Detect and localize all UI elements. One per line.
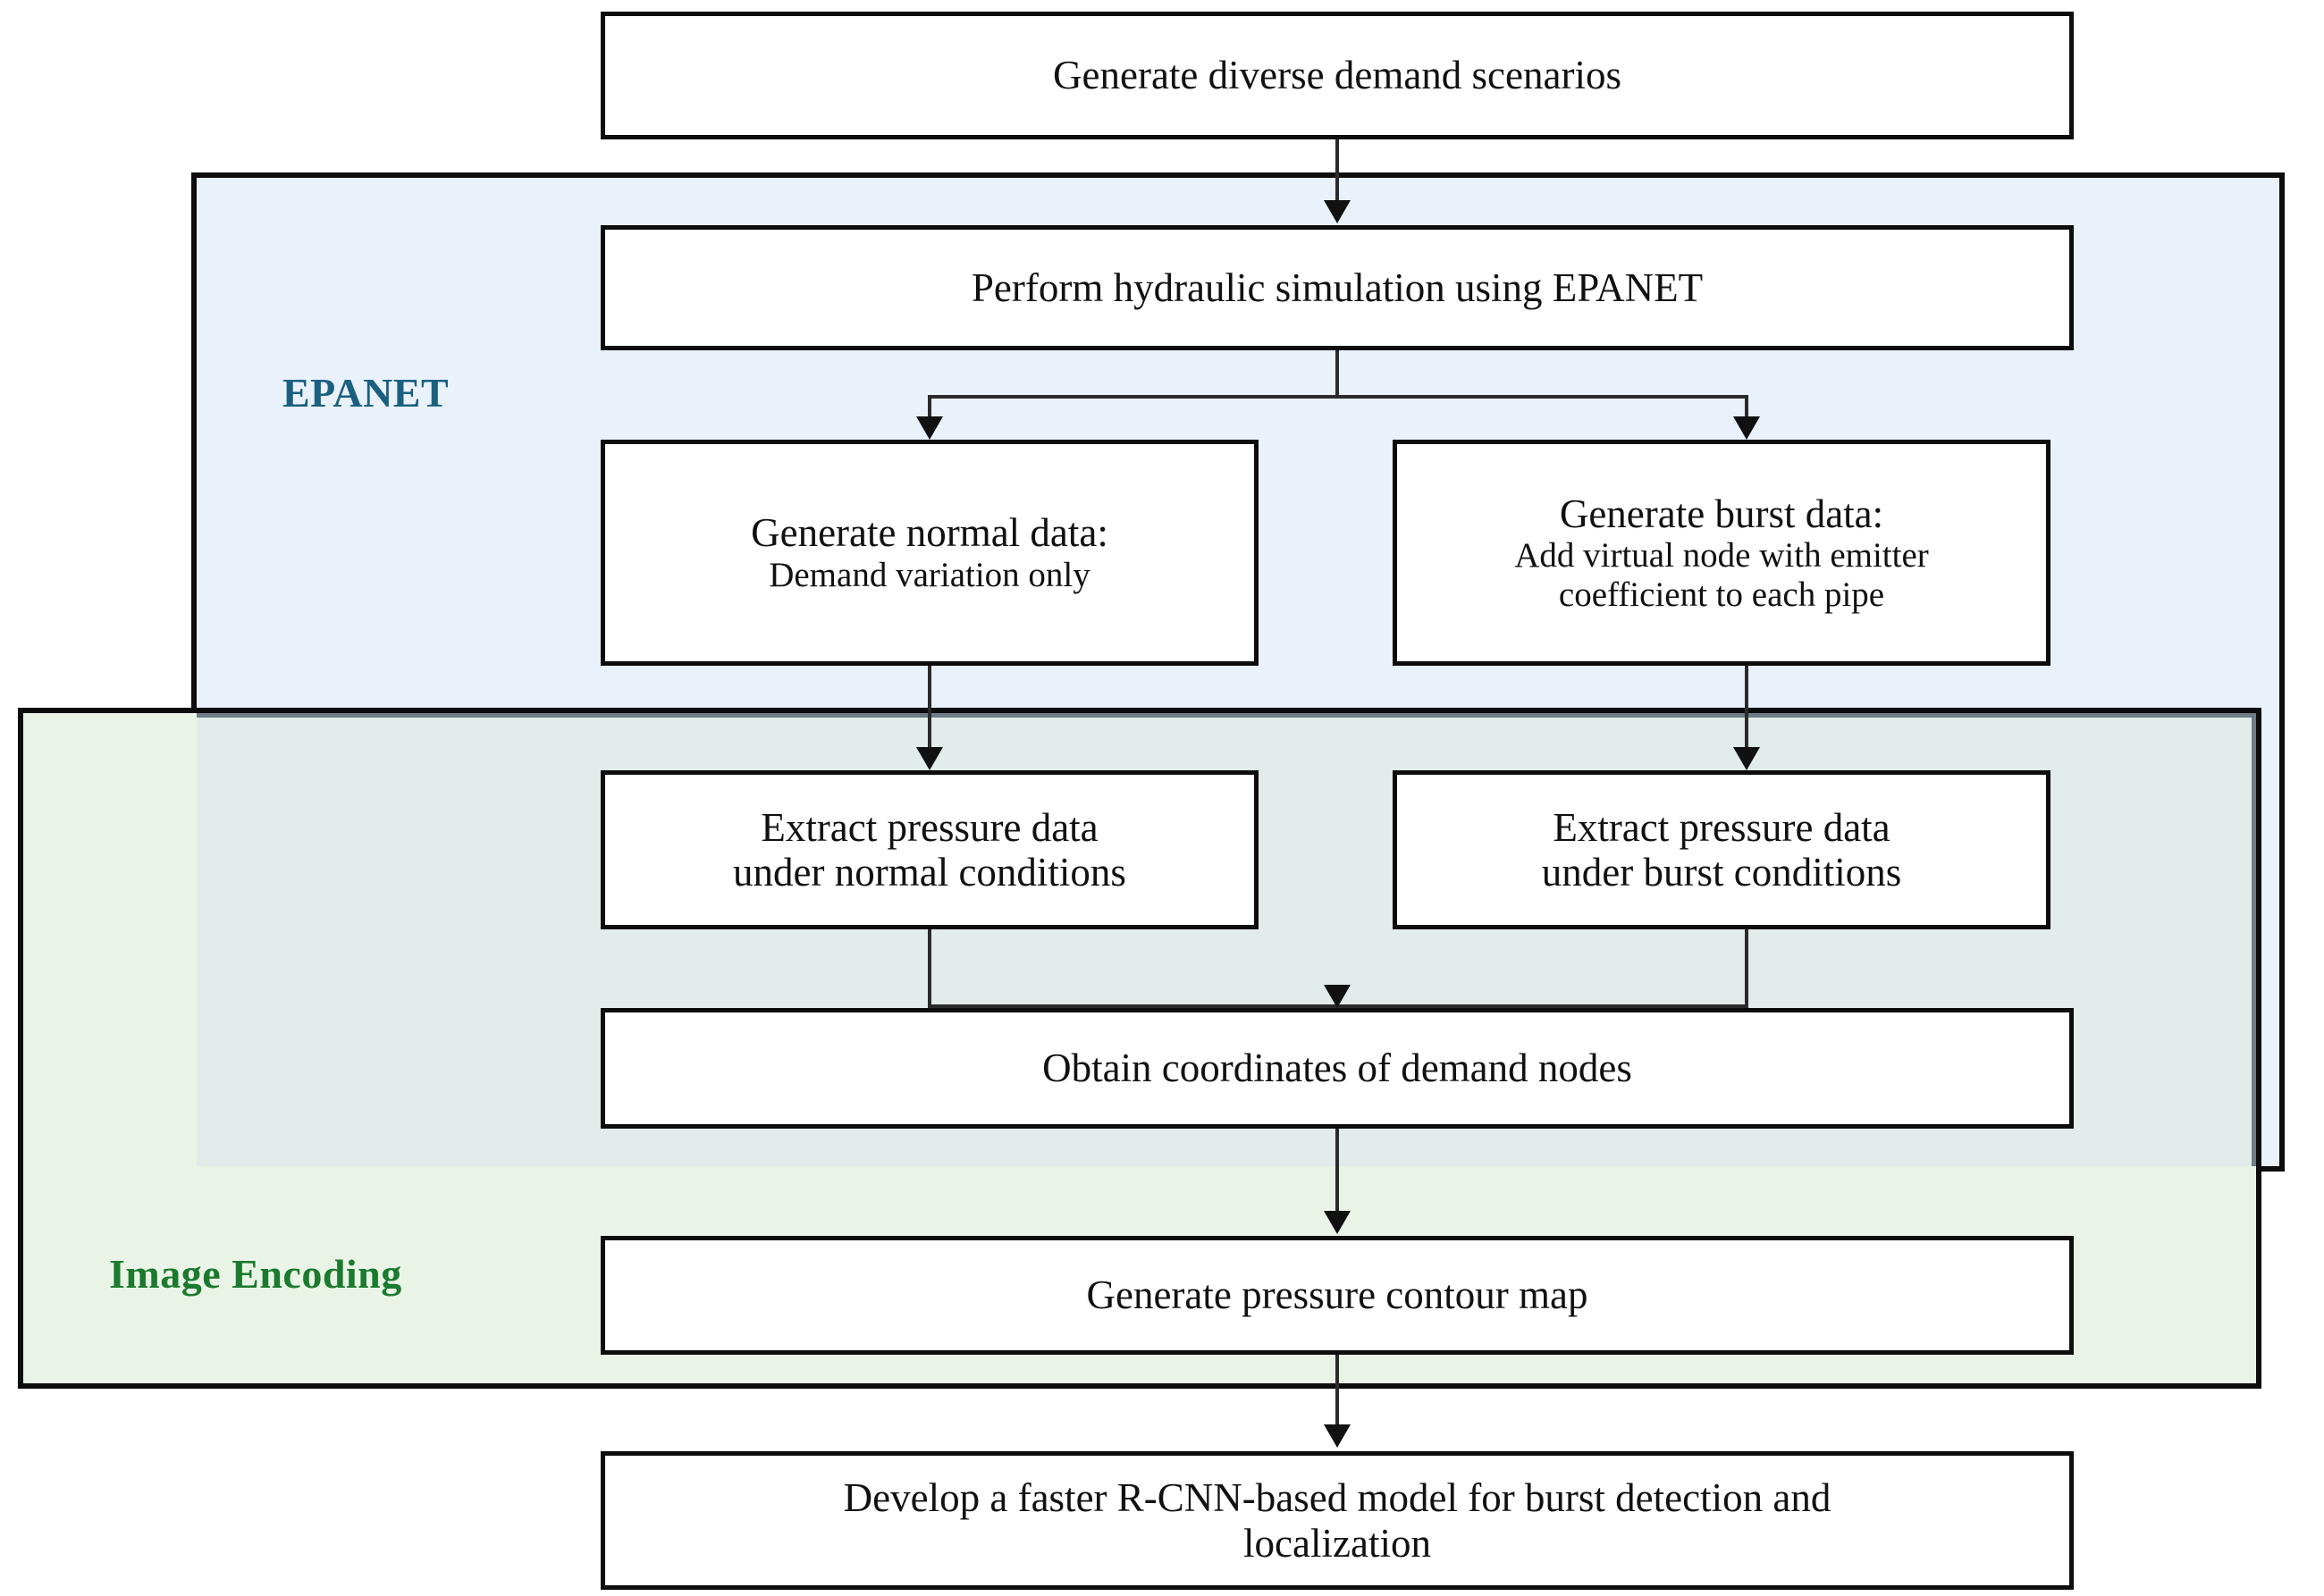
box-line-1: Obtain coordinates of demand nodes bbox=[1042, 1046, 1632, 1091]
arrowhead-obtain-to-contour bbox=[1324, 1211, 1351, 1234]
connector-simulation-fork-right bbox=[1745, 395, 1748, 433]
box-line-3: coefficient to each pipe bbox=[1558, 575, 1885, 614]
connector-extract-burst-down bbox=[1745, 929, 1748, 1008]
connector-simulation-fork-bar bbox=[928, 395, 1748, 399]
box-perform-hydraulic-simulation[interactable]: Perform hydraulic simulation using EPANE… bbox=[601, 225, 2074, 350]
connector-normal-to-extract bbox=[928, 666, 931, 748]
box-extract-pressure-burst[interactable]: Extract pressure data under burst condit… bbox=[1393, 770, 2050, 929]
box-line-1: Generate burst data: bbox=[1559, 491, 1884, 536]
box-line-1: Develop a faster R-CNN-based model for b… bbox=[843, 1475, 1831, 1521]
connector-contour-to-model bbox=[1335, 1355, 1339, 1426]
box-line-1: Generate diverse demand scenarios bbox=[1053, 53, 1621, 98]
box-generate-normal-data[interactable]: Generate normal data: Demand variation o… bbox=[601, 440, 1259, 666]
box-extract-pressure-normal[interactable]: Extract pressure data under normal condi… bbox=[601, 770, 1259, 929]
box-line-1: Extract pressure data bbox=[761, 804, 1099, 850]
arrowhead-contour-to-model bbox=[1324, 1424, 1351, 1448]
box-generate-demand-scenarios[interactable]: Generate diverse demand scenarios bbox=[601, 12, 2074, 139]
box-line-2: Demand variation only bbox=[769, 555, 1090, 594]
arrowhead-normal-to-extract bbox=[916, 747, 943, 770]
connector-scenarios-to-simulation bbox=[1335, 139, 1339, 202]
box-generate-contour-map[interactable]: Generate pressure contour map bbox=[601, 1236, 2074, 1355]
connector-simulation-fork-left bbox=[928, 395, 931, 433]
arrowhead-burst-to-extract bbox=[1733, 747, 1760, 770]
box-line-2: under normal conditions bbox=[733, 850, 1126, 895]
box-line-1: Perform hydraulic simulation using EPANE… bbox=[971, 265, 1704, 310]
arrowhead-to-normal bbox=[916, 416, 943, 440]
box-line-2: Add virtual node with emitter bbox=[1514, 536, 1929, 575]
box-line-2: localization bbox=[1243, 1520, 1431, 1566]
connector-extract-normal-down bbox=[928, 929, 931, 1008]
panel-label-image-encoding: Image Encoding bbox=[109, 1251, 402, 1297]
arrowhead-merge-to-obtain bbox=[1324, 985, 1351, 1008]
arrowhead-to-burst bbox=[1733, 416, 1760, 440]
connector-obtain-to-contour bbox=[1335, 1129, 1339, 1211]
box-line-2: under burst conditions bbox=[1541, 850, 1902, 895]
connector-simulation-stem bbox=[1335, 350, 1339, 397]
box-line-1: Generate pressure contour map bbox=[1086, 1273, 1588, 1318]
box-develop-rcnn-model[interactable]: Develop a faster R-CNN-based model for b… bbox=[601, 1451, 2074, 1590]
box-line-1: Generate normal data: bbox=[751, 510, 1108, 556]
box-line-1: Extract pressure data bbox=[1553, 804, 1890, 850]
connector-burst-to-extract bbox=[1745, 666, 1748, 748]
box-obtain-coordinates[interactable]: Obtain coordinates of demand nodes bbox=[601, 1008, 2074, 1129]
panel-label-epanet: EPANET bbox=[282, 370, 450, 416]
box-generate-burst-data[interactable]: Generate burst data: Add virtual node wi… bbox=[1393, 440, 2050, 666]
arrowhead-scenarios-to-simulation bbox=[1324, 200, 1351, 223]
